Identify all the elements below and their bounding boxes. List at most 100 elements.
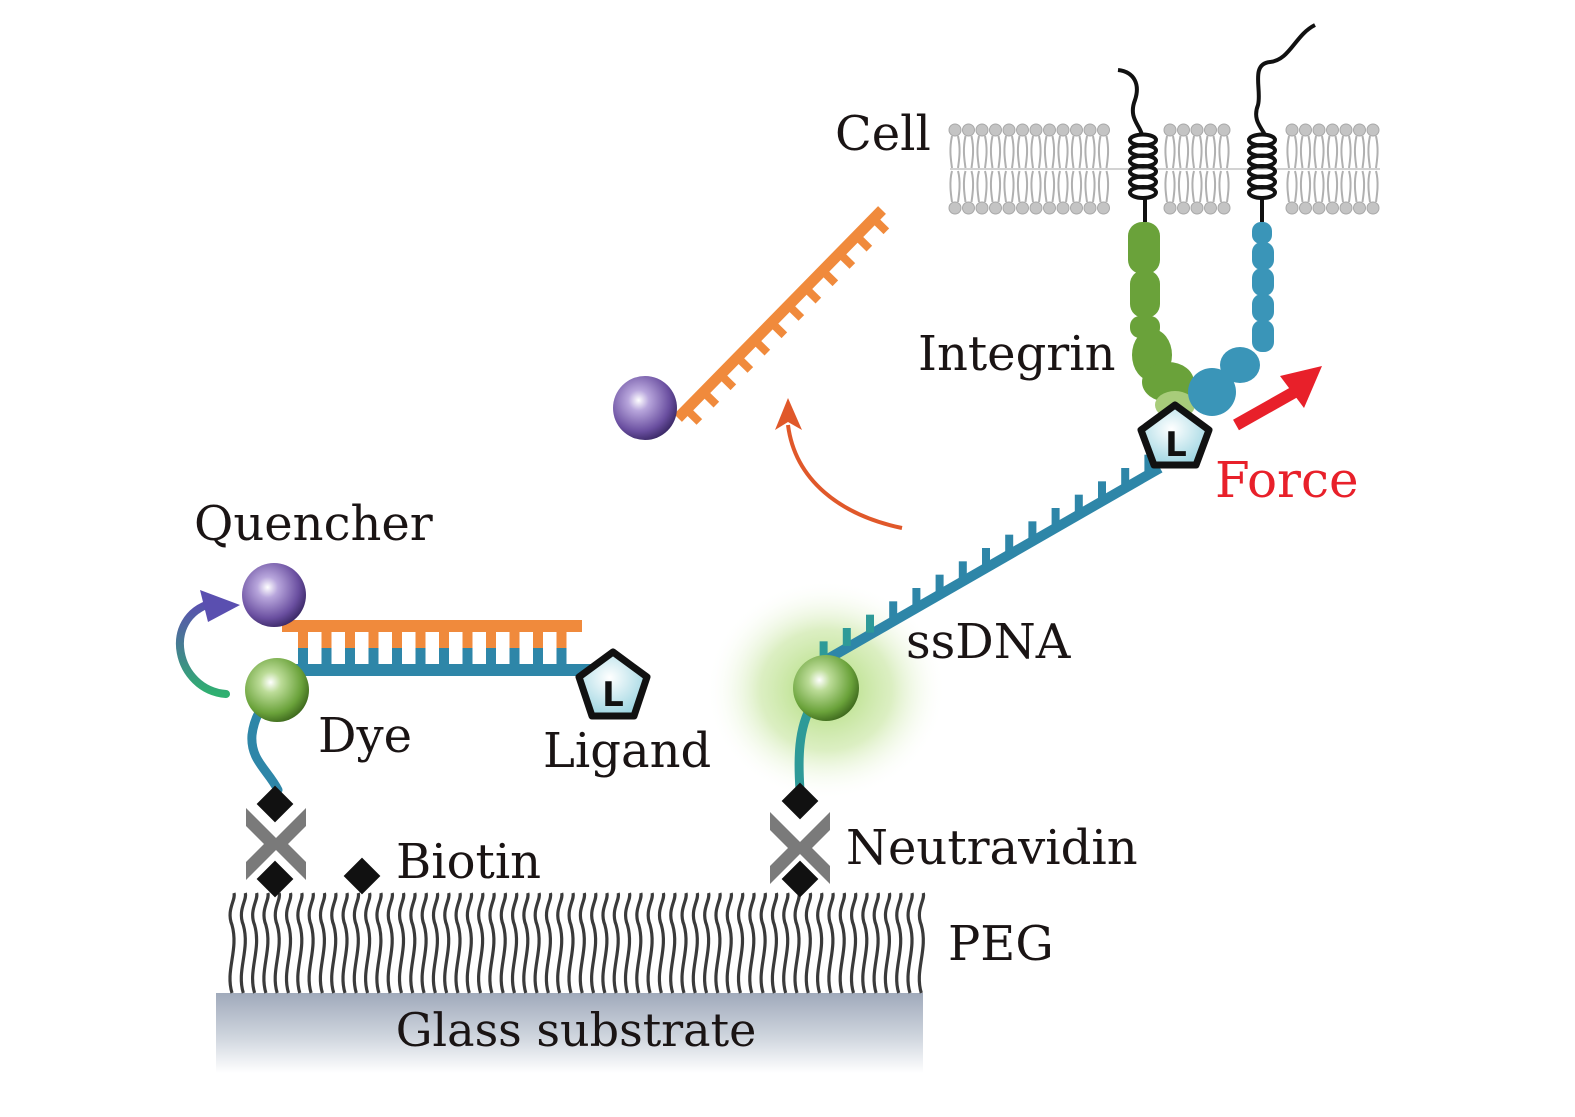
lipid-head bbox=[1070, 123, 1083, 137]
lipid-tail bbox=[1003, 135, 1015, 169]
lipid-head bbox=[962, 201, 975, 215]
lipid-tail bbox=[1340, 170, 1352, 203]
lipid-tail bbox=[962, 170, 975, 203]
ssdna-label: ssDNA bbox=[906, 614, 1072, 670]
lipid-head bbox=[1312, 201, 1326, 215]
lipid-tail bbox=[1057, 170, 1069, 203]
quencher-base bbox=[415, 630, 426, 650]
neutravidin-left bbox=[246, 808, 306, 880]
peg-strand bbox=[815, 892, 824, 994]
peg-strand bbox=[330, 892, 338, 994]
peg-strand bbox=[409, 892, 417, 994]
quench-arrow-head bbox=[200, 590, 240, 622]
lipid-tail bbox=[1084, 135, 1096, 169]
peg-strand bbox=[273, 892, 282, 994]
lipid-head bbox=[1217, 123, 1231, 137]
lipid-head bbox=[975, 123, 989, 137]
ssdna-base bbox=[866, 614, 874, 633]
lipid-tail bbox=[1016, 135, 1029, 169]
released-strand-comb bbox=[674, 206, 890, 425]
lipid-head bbox=[1339, 201, 1353, 215]
probe-base bbox=[509, 648, 520, 666]
peg-strand bbox=[589, 892, 598, 994]
lipid-head bbox=[1312, 123, 1326, 137]
quencher-base bbox=[486, 630, 496, 650]
ligand-symbol-left: L bbox=[602, 675, 624, 715]
lipid-head bbox=[1353, 123, 1366, 137]
biotin-right-bottom bbox=[781, 860, 819, 898]
glass-substrate-label: Glass substrate bbox=[396, 1003, 757, 1057]
released-base bbox=[734, 354, 754, 373]
lipid-tail bbox=[1299, 170, 1312, 203]
probe-strand-backbone bbox=[290, 664, 595, 676]
probe-base bbox=[533, 648, 543, 666]
lipid-tail bbox=[949, 135, 961, 169]
peg-strand bbox=[635, 892, 643, 994]
dye-bead-fluorescent bbox=[793, 655, 859, 721]
integrin-label: Integrin bbox=[918, 326, 1116, 382]
lipid-head bbox=[1353, 201, 1366, 215]
probe-open bbox=[706, 454, 1163, 898]
peg-strand bbox=[499, 892, 508, 994]
lipid-tail bbox=[1286, 135, 1298, 169]
lipid-head bbox=[1083, 201, 1097, 215]
released-base bbox=[853, 233, 873, 252]
probe-base bbox=[556, 648, 567, 666]
peg-strand bbox=[228, 892, 236, 994]
lipid-tail bbox=[976, 170, 988, 203]
peg-strand bbox=[770, 892, 779, 994]
probe-base bbox=[415, 648, 426, 666]
peg-strand bbox=[522, 892, 530, 994]
cell-label: Cell bbox=[835, 106, 931, 162]
peg-strand bbox=[443, 892, 451, 994]
peg-strand bbox=[612, 892, 621, 994]
lipid-head bbox=[1326, 201, 1339, 215]
dye-bead-quenched bbox=[245, 658, 309, 722]
probe-base bbox=[439, 648, 449, 666]
probe-quenched: L bbox=[175, 563, 651, 898]
biotin-right-top bbox=[781, 782, 819, 820]
lipid-head bbox=[1204, 201, 1217, 215]
released-base bbox=[836, 250, 856, 269]
quench-transfer-arrow bbox=[175, 599, 230, 698]
ssdna-base bbox=[958, 561, 967, 580]
peg-strand bbox=[567, 892, 575, 994]
cell-membrane bbox=[948, 123, 1380, 215]
peg-strand bbox=[431, 892, 440, 994]
peg-strand bbox=[691, 892, 700, 994]
lipid-head bbox=[1299, 123, 1312, 137]
lipid-head bbox=[1190, 201, 1204, 215]
lipid-tail bbox=[1286, 170, 1298, 203]
helix-turn bbox=[1247, 185, 1277, 200]
probe-base bbox=[298, 648, 308, 666]
quencher-base bbox=[298, 630, 308, 650]
peg-strand bbox=[375, 892, 383, 994]
quencher-label: Quencher bbox=[194, 496, 433, 552]
quencher-base bbox=[368, 630, 379, 650]
lipid-head bbox=[1177, 201, 1190, 215]
dna-duplex bbox=[282, 620, 595, 676]
peg-strand bbox=[307, 892, 315, 994]
lipid-tail bbox=[989, 170, 1002, 203]
lipid-tail bbox=[1003, 170, 1015, 203]
peg-strand bbox=[465, 892, 474, 994]
peg-strand bbox=[533, 892, 541, 994]
ligand-symbol-bound: L bbox=[1165, 425, 1187, 465]
lipid-head bbox=[1097, 201, 1110, 215]
glass-substrate: Glass substrate bbox=[216, 993, 923, 1073]
helix-turn bbox=[1128, 185, 1158, 200]
peg-strand bbox=[488, 892, 496, 994]
lipid-tail bbox=[1313, 170, 1325, 203]
released-quencher-strand bbox=[613, 206, 903, 530]
peg-strand bbox=[669, 892, 677, 994]
probe-base bbox=[392, 648, 402, 666]
lipid-tail bbox=[1177, 170, 1190, 203]
lipid-head bbox=[1029, 123, 1043, 137]
peg-brush bbox=[228, 892, 926, 994]
ssdna-base bbox=[1121, 468, 1130, 486]
biotin-label: Biotin bbox=[396, 834, 541, 890]
integrin: L bbox=[1117, 23, 1316, 469]
quencher-bead-released bbox=[613, 376, 677, 440]
glass-slab bbox=[216, 993, 923, 1073]
ssdna-base bbox=[1098, 481, 1106, 500]
